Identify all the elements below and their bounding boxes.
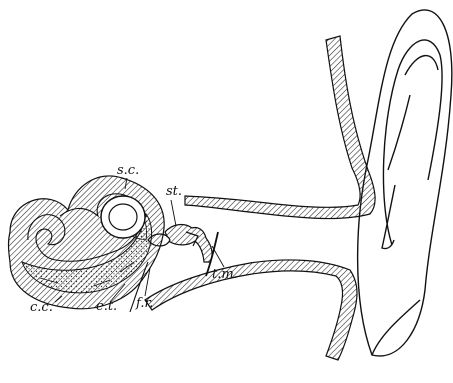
label-stapes: st. bbox=[166, 185, 182, 198]
label-eustachian-tube: e.t. bbox=[96, 300, 117, 313]
ear-canal-lower-wall bbox=[145, 260, 357, 360]
label-tympanic-membrane: t.m. bbox=[212, 268, 238, 281]
label-fenestra-rotunda: f.r. bbox=[136, 297, 153, 310]
inner-ear bbox=[9, 176, 165, 309]
label-cochlear-canal: c.c. bbox=[30, 301, 53, 314]
ear-canal-upper-wall bbox=[185, 36, 375, 219]
label-semicircular-canals: s.c. bbox=[117, 164, 139, 177]
